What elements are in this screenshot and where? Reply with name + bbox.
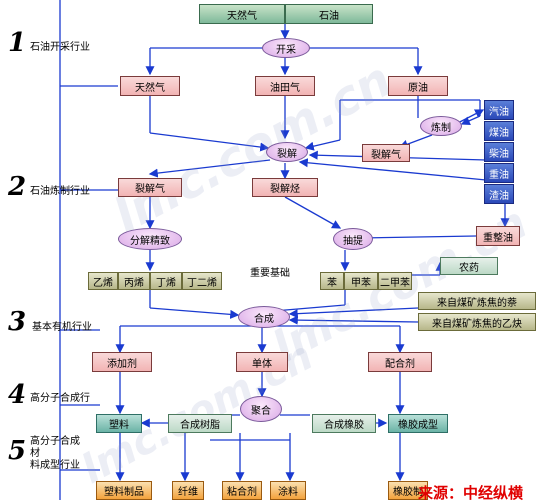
product-gasoline: 汽油 [484,100,514,120]
product-heavy-oil: 重油 [484,163,514,183]
level-2-number: 2 [8,172,27,202]
level-1-number: 1 [8,28,27,58]
product-diesel: 柴油 [484,142,514,162]
level-3-label: 基本有机行业 [32,322,92,333]
level-4-label: 高分子合成行 [30,393,90,404]
synthetic-rubber-box: 合成橡胶 [312,414,376,433]
source-credit: 来源：中经纵横 [418,484,524,502]
mining-process: 开采 [262,38,310,58]
synthetic-resin-box: 合成树脂 [168,414,232,433]
raw-crude-oil: 原油 [388,76,448,96]
separation-process: 分解精致 [118,228,182,250]
top-natural-gas-box: 天然气 [199,4,285,24]
coal-naphthalene: 来自煤矿炼焦的萘 [418,292,536,310]
product-kerosene: 煤油 [484,121,514,141]
plastic-box: 塑料 [96,414,142,433]
monomer-box: 单体 [236,352,288,372]
final-plastic-products: 塑料制品 [96,481,152,500]
olefin-ethylene: 乙烯 [88,272,118,290]
compounding-box: 配合剂 [368,352,432,372]
coal-acetylene: 来自煤矿炼焦的乙炔 [418,313,536,331]
cracked-gas: 裂解气 [118,178,182,197]
olefin-butadiene: 丁二烯 [182,272,222,290]
level-4-number: 4 [8,380,27,410]
final-rubber-products: 橡胶制 [388,481,428,500]
product-residue: 渣油 [484,184,514,204]
olefin-propylene: 丙烯 [118,272,150,290]
level-3-number: 3 [8,307,27,337]
level-2-label: 石油炼制行业 [30,186,90,197]
aromatic-toluene: 甲苯 [344,272,378,290]
final-adhesive: 粘合剂 [222,481,262,500]
pesticide-box: 农药 [440,257,498,275]
extraction-process: 抽提 [333,228,373,250]
cracking-process: 裂解 [266,142,308,162]
additive-box: 添加剂 [92,352,152,372]
polymerization-process: 聚合 [240,396,282,422]
aromatic-xylene: 二甲苯 [378,272,412,290]
final-fiber: 纤维 [172,481,204,500]
raw-oilfield-gas: 油田气 [255,76,315,96]
synthesis-process: 合成 [238,306,290,328]
cracked-hydrocarbon: 裂解烃 [252,178,318,197]
top-oil-box: 石油 [285,4,373,24]
reformed-oil: 重整油 [476,226,520,246]
olefin-butylene: 丁烯 [150,272,182,290]
level-5-label: 高分子合成 材 料成型行业 [30,436,80,471]
raw-natural-gas: 天然气 [120,76,180,96]
basic-label: 重要基础 [250,268,290,279]
aromatic-benzene: 苯 [320,272,344,290]
rubber-molding-box: 橡胶成型 [388,414,448,433]
final-coating: 涂料 [270,481,306,500]
cracked-gas-right: 裂解气 [362,144,410,162]
level-5-number: 5 [8,436,27,466]
level-1-label: 石油开采行业 [30,42,90,53]
refining-process: 炼制 [420,116,462,136]
